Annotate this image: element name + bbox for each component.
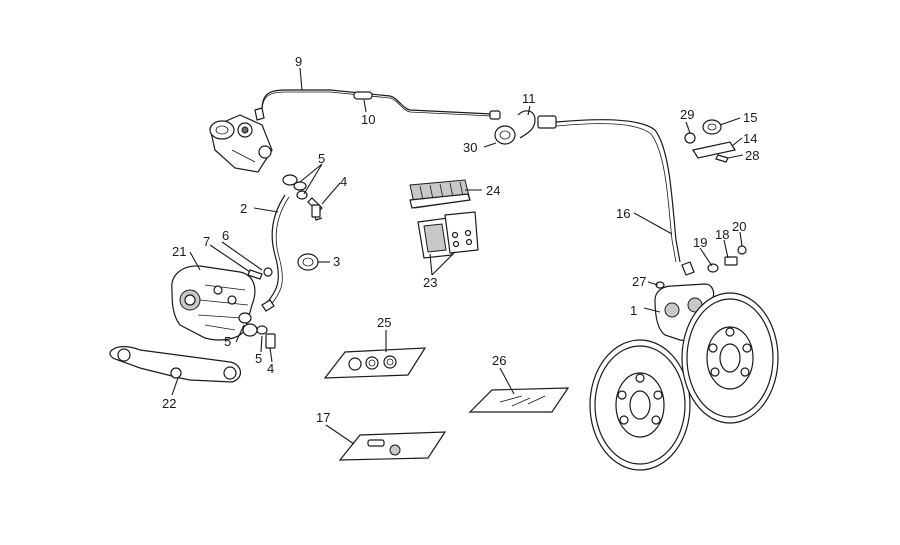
brake-pads-23 [417,211,479,259]
callout-5-lower-right: 5 [255,351,262,366]
callout-28: 28 [745,148,759,163]
repair-kit-26 [468,387,570,413]
callout-9: 9 [295,54,302,69]
repair-kit-17 [338,431,447,461]
grommet-30 [489,110,516,145]
leader-lines [171,67,744,445]
callout-6: 6 [222,228,229,243]
brake-hose-16 [555,119,681,263]
brake-lines [257,89,681,308]
brake-disc-front [589,339,691,471]
callout-20: 20 [732,219,746,234]
clip-10 [353,91,373,100]
callout-21: 21 [172,244,186,259]
brake-pads-24 [409,179,471,209]
hose-bracket-14 [684,119,736,163]
clip-11 [517,110,557,139]
callout-24: 24 [486,183,500,198]
callout-22: 22 [162,396,176,411]
callout-26: 26 [492,353,506,368]
callout-7: 7 [203,234,210,249]
caliper-bracket-22 [109,346,241,383]
brake-disc-rear [681,292,779,424]
callout-23: 23 [423,275,437,290]
callout-17: 17 [316,410,330,425]
grommet-3 [297,253,319,271]
callout-14: 14 [743,131,757,146]
callout-18: 18 [715,227,729,242]
callout-4-lower: 4 [267,361,274,376]
caliper-bolts-18-19-20 [707,245,747,273]
callout-labels: 1 2 3 4 4 5 5 5 6 7 9 10 11 14 15 16 17 … [162,54,759,425]
rear-caliper-21 [171,265,256,341]
callout-27: 27 [632,274,646,289]
callout-11: 11 [522,91,536,106]
callout-29: 29 [680,107,694,122]
callout-10: 10 [361,112,375,127]
callout-5-lower-left: 5 [224,334,231,349]
seal-kit-25 [323,347,427,379]
callout-5-upper: 5 [318,151,325,166]
callout-25: 25 [377,315,391,330]
callout-2: 2 [240,201,247,216]
callout-30: 30 [463,140,477,155]
callout-15: 15 [743,110,757,125]
brake-hose-2 [264,194,286,306]
callout-1: 1 [630,303,637,318]
callout-3: 3 [333,254,340,269]
callout-16: 16 [616,206,630,221]
banjo-bolt-lower [238,299,276,349]
callout-4-upper: 4 [340,174,347,189]
callout-19: 19 [693,235,707,250]
master-cylinder [209,107,273,173]
bleed-screw-6-7 [247,267,273,280]
brake-pipe-9 [261,89,493,115]
